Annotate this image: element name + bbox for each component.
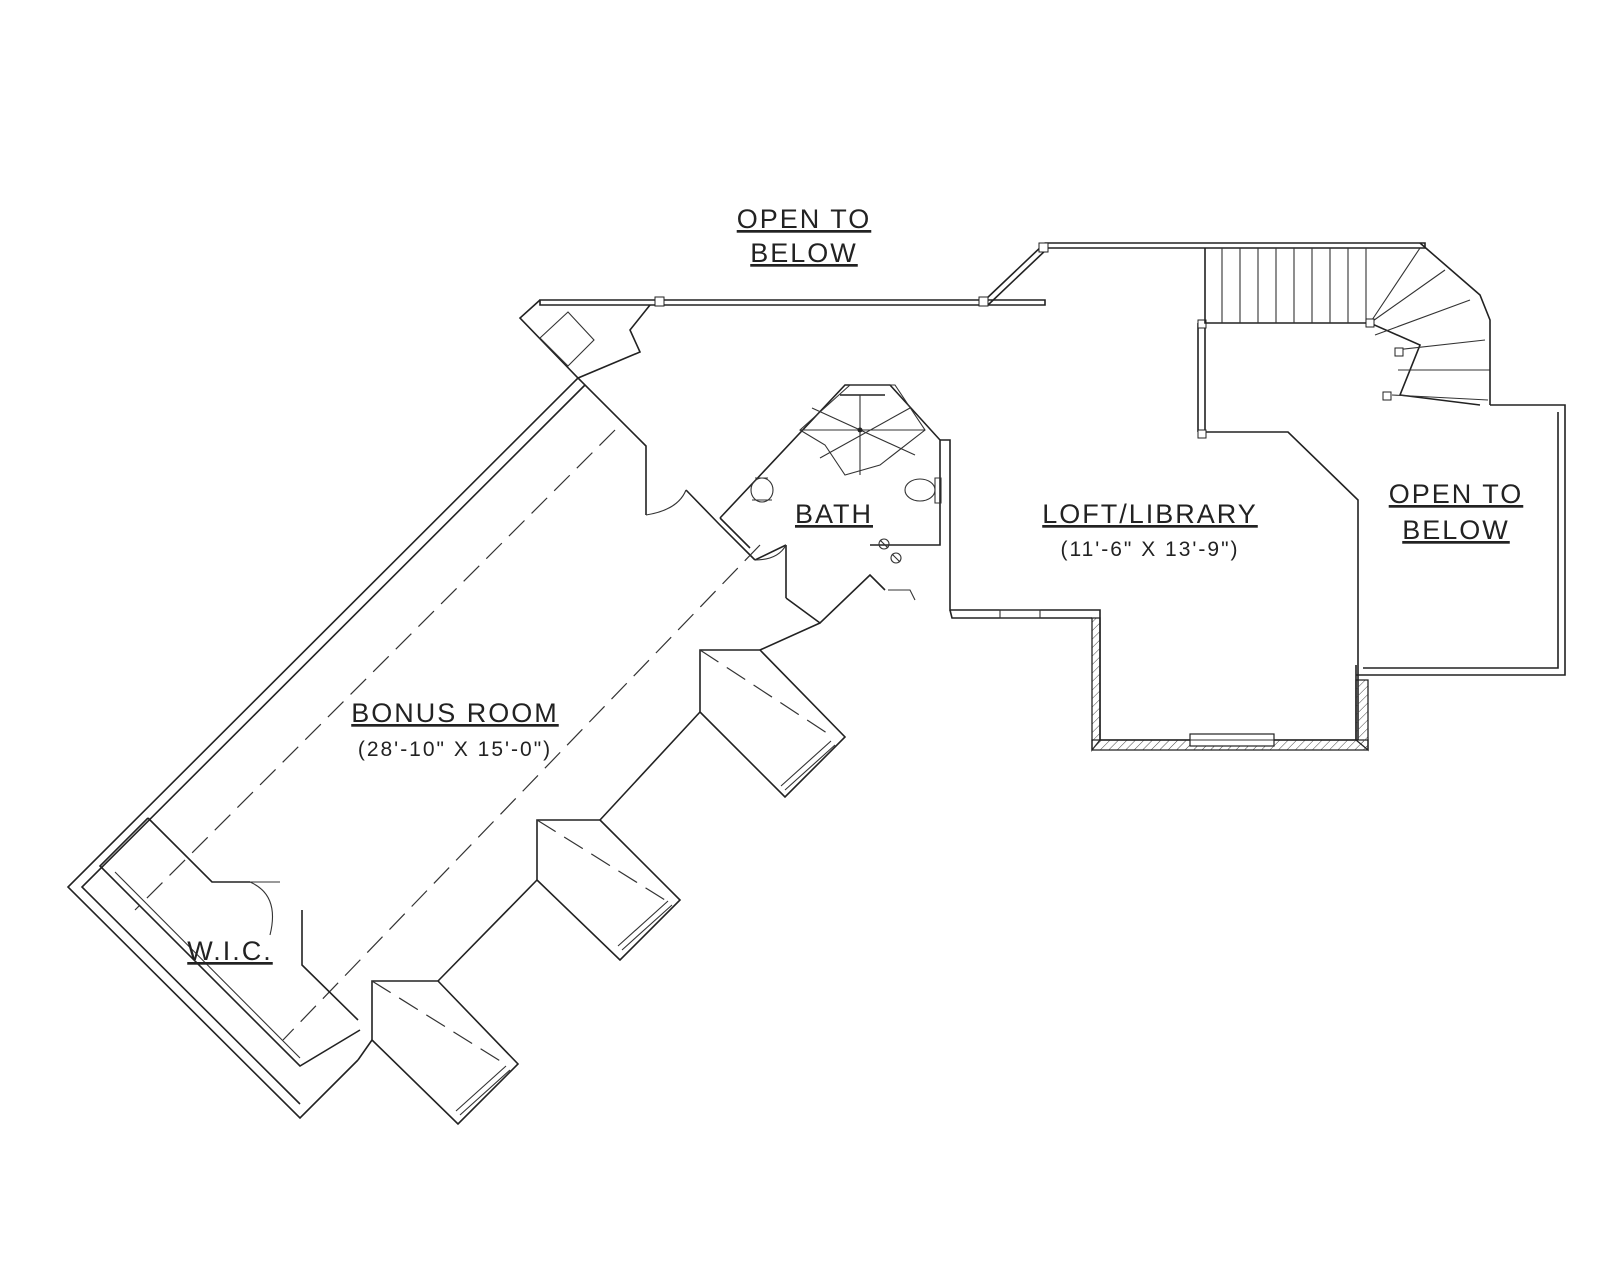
open-below-right-line1: OPEN TO	[1389, 479, 1524, 509]
room-labels: OPEN TO BELOW OPEN TO BELOW BATH LOFT/LI…	[187, 204, 1524, 966]
wic-walls	[98, 817, 361, 1068]
door-swings	[645, 489, 787, 561]
bonus-room-dimensions: (28'-10" X 15'-0")	[358, 738, 552, 761]
dormer-2	[536, 819, 682, 962]
bath-walls	[719, 384, 942, 601]
loft-library-dimensions: (11'-6" X 13'-9")	[1060, 538, 1239, 561]
bonus-room-walls	[66, 377, 886, 1120]
bonus-room-label: BONUS ROOM	[351, 698, 559, 728]
bath-label: BATH	[795, 499, 873, 529]
loft-library-label: LOFT/LIBRARY	[1042, 499, 1258, 529]
open-below-right-line2: BELOW	[1402, 515, 1510, 545]
wic-label: W.I.C.	[187, 936, 273, 966]
top-balcony-rail	[539, 242, 1426, 307]
dormer-connectors	[357, 622, 821, 1061]
dormer-1	[699, 649, 847, 799]
dormer-3	[371, 980, 520, 1126]
staircase	[1204, 242, 1491, 406]
open-below-top-line1: OPEN TO	[737, 204, 872, 234]
open-to-below-right	[1356, 404, 1566, 676]
open-below-top-line2: BELOW	[750, 238, 858, 268]
corner-chase	[518, 299, 651, 379]
loft-library-walls	[940, 319, 1369, 752]
